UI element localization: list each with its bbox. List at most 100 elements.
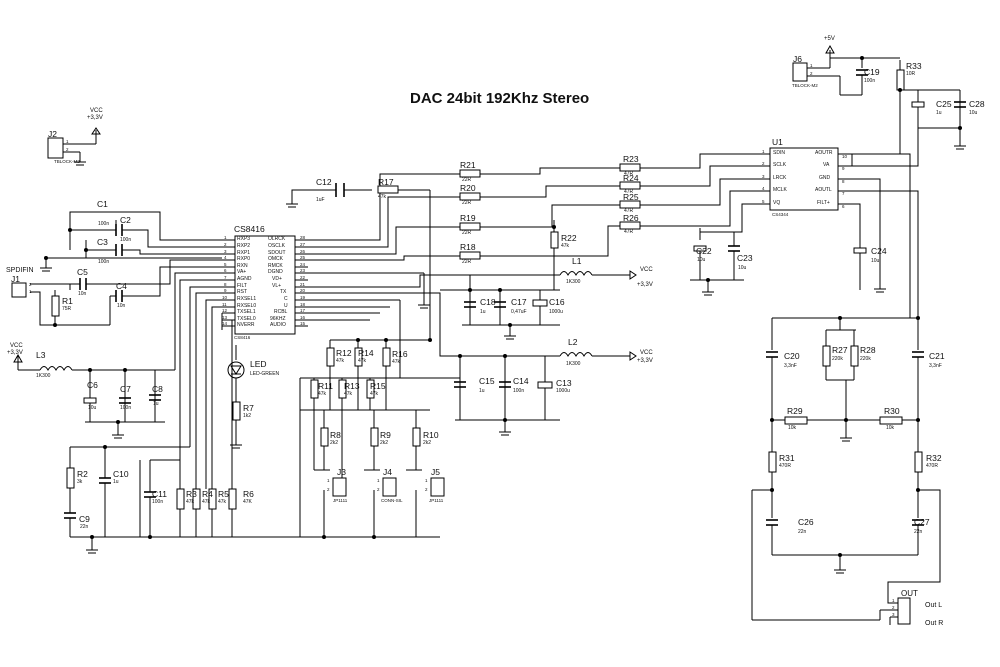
out-ref: OUT xyxy=(901,589,918,598)
j5-ref: J5 xyxy=(431,467,440,477)
pin-label: AOUTL xyxy=(815,187,832,193)
pin-number: 9 xyxy=(224,288,227,293)
pin-label: TXSEL0 xyxy=(237,316,256,322)
analog-output-section xyxy=(690,60,966,625)
pin-label: SDOUT xyxy=(268,250,286,256)
j1-symbol xyxy=(11,282,27,298)
pin-label: OMCK xyxy=(268,256,283,262)
c19-value: 100n xyxy=(864,78,876,84)
c26-value: 22n xyxy=(798,529,807,535)
pin-number: 28 xyxy=(300,235,306,240)
r12-value: 47k xyxy=(336,358,345,364)
pin-label: RXN xyxy=(237,263,248,269)
pin-number: 25 xyxy=(300,255,306,260)
r17-value: 47k xyxy=(378,194,387,200)
pin-label: FILT+ xyxy=(817,200,830,206)
r30-ref: R30 xyxy=(884,406,900,416)
r23-ref: R23 xyxy=(623,154,639,164)
j1-ref: J1 xyxy=(11,274,20,284)
pin-label: RXP0 xyxy=(237,256,251,262)
c21-ref: C21 xyxy=(929,351,945,361)
l3-value: 1K300 xyxy=(36,373,51,379)
l2-value: 1K300 xyxy=(566,361,581,367)
pin-label: TX xyxy=(280,289,287,295)
r2-value: 3k xyxy=(77,479,83,485)
pin-label: RCBL xyxy=(274,309,288,315)
pin-label: SDIN xyxy=(773,150,785,156)
pin-number: 14 xyxy=(222,321,228,326)
r8-ref: R8 xyxy=(330,430,341,440)
pin-label: AOUTR xyxy=(815,150,833,156)
pin-number: 8 xyxy=(842,179,845,184)
pin-number: 1 xyxy=(892,598,895,603)
r27-ref: R27 xyxy=(832,345,848,355)
r22-ref: R22 xyxy=(561,233,577,243)
j1-title: SPDIFIN xyxy=(6,267,34,274)
cs8416-part: CS8416 xyxy=(234,335,251,340)
r28-ref: R28 xyxy=(860,345,876,355)
r26-value: 47R xyxy=(624,229,634,235)
pin-number: 9 xyxy=(842,166,845,171)
pin-number: 2 xyxy=(810,71,813,76)
pin-label: VA+ xyxy=(237,269,247,275)
r1-ref: R1 xyxy=(62,296,73,306)
j4-ref: J4 xyxy=(383,467,392,477)
pin-label: RMCK xyxy=(268,263,283,269)
r10-value: 2k2 xyxy=(423,440,432,446)
pin-number: 8 xyxy=(224,282,227,287)
r5-ref: R5 xyxy=(218,489,229,499)
r29-value: 10k xyxy=(788,425,797,431)
pin-number: 13 xyxy=(222,315,228,320)
r31-ref: R31 xyxy=(779,453,795,463)
pin-number: 2 xyxy=(29,282,32,287)
l1-value: 1K300 xyxy=(566,279,581,285)
c16-value: 1000u xyxy=(549,309,563,315)
led-branch xyxy=(227,345,245,449)
r13-value: 47k xyxy=(344,391,353,397)
pin-number: 22 xyxy=(300,275,306,280)
c11-value: 100n xyxy=(152,499,164,505)
c5-value: 10n xyxy=(78,291,87,297)
pin-label: TXSEL1 xyxy=(237,309,256,315)
j6-symbol xyxy=(792,44,900,96)
pin-number: 16 xyxy=(300,315,306,320)
c8-ref: C8 xyxy=(152,384,163,394)
r18-value: 22R xyxy=(462,259,472,265)
c6-ref: C6 xyxy=(87,380,98,390)
r12-ref: R12 xyxy=(336,348,352,358)
pin-label: RXSEL0 xyxy=(237,303,257,309)
r14-ref: R14 xyxy=(358,348,374,358)
pin-label: LRCK xyxy=(773,175,787,181)
r24-value: 47R xyxy=(624,189,634,195)
pin-label: RXP1 xyxy=(237,250,251,256)
cs8416-bottom-network xyxy=(64,279,440,554)
pin-label: U xyxy=(284,303,288,309)
c19-ref: C19 xyxy=(864,67,880,77)
pin-number: 1 xyxy=(762,149,765,154)
c4-ref: C4 xyxy=(116,281,127,291)
r10-ref: R10 xyxy=(423,430,439,440)
pin-number: 12 xyxy=(222,308,228,313)
c24-ref: C24 xyxy=(871,246,887,256)
pin-number: 1 xyxy=(425,478,428,483)
pin-number: 10 xyxy=(222,295,228,300)
r21-ref: R21 xyxy=(460,160,476,170)
c12-symbol xyxy=(286,183,345,208)
c18-value: 1u xyxy=(480,309,486,315)
pin-label: SCLK xyxy=(773,162,787,168)
r30-value: 10k xyxy=(886,425,895,431)
c13-value: 1000u xyxy=(556,388,570,394)
r4-ref: R4 xyxy=(202,489,213,499)
r19-value: 22R xyxy=(462,230,472,236)
vcc-label-j2: VCC xyxy=(90,108,103,114)
c1-value: 100n xyxy=(98,221,110,227)
pin-label: VA xyxy=(823,162,830,168)
c23-value: 10u xyxy=(738,265,747,271)
pin-number: 2 xyxy=(224,242,227,247)
c3-value: 100n xyxy=(98,259,110,265)
c15-value: 1u xyxy=(479,388,485,394)
c21-value: 3,3nF xyxy=(929,363,942,369)
pin-number: 5 xyxy=(224,262,227,267)
r8-value: 2k2 xyxy=(330,440,339,446)
led-value: LED-GREEN xyxy=(250,371,280,377)
